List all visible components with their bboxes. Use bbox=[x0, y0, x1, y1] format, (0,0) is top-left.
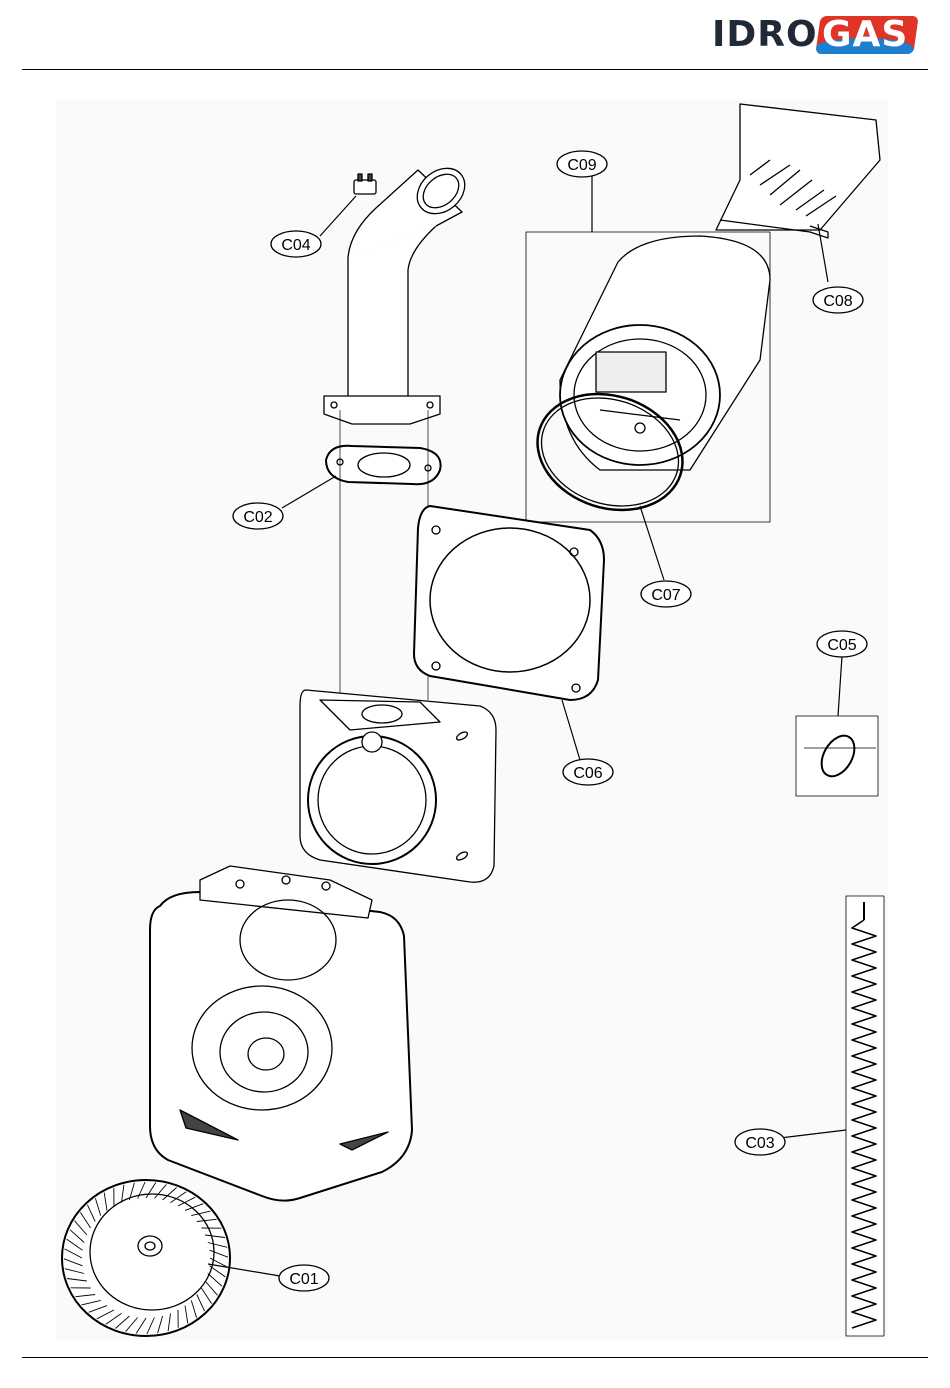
callout-c09: C09 bbox=[557, 151, 607, 177]
callout-c05-label: C05 bbox=[827, 637, 856, 654]
callout-c01-label: C01 bbox=[289, 1271, 318, 1288]
part-c06-square-gasket bbox=[414, 506, 604, 700]
callout-c04: C04 bbox=[271, 231, 321, 257]
callout-c08-label: C08 bbox=[823, 293, 852, 310]
part-burner-flange bbox=[300, 690, 496, 882]
footer-rule bbox=[22, 1357, 928, 1358]
callout-c03: C03 bbox=[735, 1129, 785, 1155]
callout-c01: C01 bbox=[279, 1265, 329, 1291]
callout-c02-label: C02 bbox=[243, 509, 272, 526]
callout-c06-label: C06 bbox=[573, 765, 602, 782]
callout-c04-label: C04 bbox=[281, 237, 310, 254]
part-fan-housing bbox=[150, 866, 412, 1201]
callout-c07-label: C07 bbox=[651, 587, 680, 604]
part-c01-fan-wheel bbox=[62, 1180, 230, 1336]
callout-c07: C07 bbox=[641, 581, 691, 607]
callout-c03-label: C03 bbox=[745, 1135, 774, 1152]
callout-c08: C08 bbox=[813, 287, 863, 313]
part-c02-gasket bbox=[326, 446, 441, 484]
callout-c09-label: C09 bbox=[567, 157, 596, 174]
callout-c02: C02 bbox=[233, 503, 283, 529]
callout-c06: C06 bbox=[563, 759, 613, 785]
part-c05-electrode bbox=[796, 716, 878, 796]
callout-c05: C05 bbox=[817, 631, 867, 657]
